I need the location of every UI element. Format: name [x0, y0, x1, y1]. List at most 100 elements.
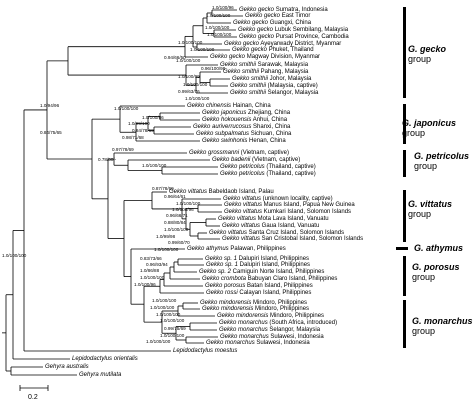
tip-species: Gekko sp. 1 — [206, 262, 239, 268]
group-bar — [403, 150, 406, 177]
tip-label: Gekko monarchus Sulawesi, Indonesia — [206, 340, 310, 346]
tip-label: Gekko vittatus San Cristobal Island, Sol… — [222, 236, 363, 242]
tip-locality: Dalupiri Island, Philippines — [238, 262, 311, 268]
tip-label: Gekko gecko Guangxi, China — [233, 20, 311, 26]
support-value: 0.96/93/94 — [146, 262, 168, 267]
support-value: 1.0/99/98 — [156, 234, 176, 239]
support-value: 1.0/100/100 — [160, 333, 185, 338]
tip-label: Gekko gecko Ayeyarwady District, Myanmar — [224, 41, 341, 47]
tip-locality: Batan Island, Philippines — [245, 283, 313, 289]
tip-species: Gekko gecko — [233, 20, 269, 26]
group-bar — [403, 7, 406, 98]
tip-species: Gekko chinensis — [187, 103, 232, 109]
group-name: G. athymus — [414, 243, 464, 253]
tip-label: Gekko gecko East Timor — [245, 13, 310, 19]
tip-label: Gehyra mutilata — [79, 372, 121, 378]
tip-locality: Manus Island, Papua New Guinea — [262, 202, 355, 208]
tip-label: Gekko rossi Calayan Island, Philippines — [206, 290, 311, 296]
tip-locality: (Vietnam, captive) — [239, 150, 289, 156]
tip-label: Gekko monarchus (South Africa, introduce… — [219, 320, 337, 326]
tip-label: Gekko japonicus Zhejiang, China — [202, 110, 290, 116]
tip-locality: (Malaysia, captive) — [266, 83, 318, 89]
tip-label: Gekko vittatus Kumkari Island, Solomon I… — [224, 209, 351, 215]
tip-locality: (Thailand, captive) — [264, 164, 316, 170]
tip-species: Gekko monarchus — [220, 334, 269, 340]
support-value: 1.0/100/100 — [164, 227, 189, 232]
tip-species: Gekko monarchus — [219, 320, 268, 326]
tip-locality: San Cristobal Island, Solomon Islands — [260, 236, 364, 242]
group-name: G. japonicus — [402, 118, 457, 128]
support-value: 0.78/50/- — [98, 157, 117, 162]
support-value: 1.0/100/100 — [2, 253, 27, 258]
tip-label: Lepidodactylus orientalis — [72, 356, 138, 362]
tip-species: Gekko monarchus — [219, 327, 268, 333]
tip-locality: Dalupiri Island, Philippines — [237, 256, 310, 262]
support-value: 1.0/100/100 — [185, 96, 210, 101]
support-value: 1.0/100/100 — [146, 339, 171, 344]
support-value: 0.96/100/98 — [201, 66, 226, 71]
tip-label: Gekko mindorensis Mindoro, Philippines — [200, 300, 307, 306]
tip-label: Gekko smithii (Malaysia, captive) — [230, 83, 318, 89]
tip-locality: Zhejiang, China — [246, 110, 291, 116]
tip-label: Gekko vittatus Manus Island, Papua New G… — [224, 202, 355, 208]
tip-label: Gekko gecko Magway Division, Myanmar — [210, 54, 320, 60]
tip-label: Gekko vittatus (unknown locality, captiv… — [223, 196, 333, 202]
tip-species: Gekko mindorensis — [200, 300, 252, 306]
tip-label: Gekko mindorensis Mindoro, Philippines — [202, 306, 309, 312]
tip-species: Gekko sp. 1 — [205, 256, 238, 262]
support-value: 0.83/73/66 — [140, 256, 162, 261]
tip-locality: Lubuk Sembilang, Malaysia — [273, 27, 349, 33]
tip-locality: Camiguin Norte Island, Philippines — [231, 269, 325, 275]
support-value: 1.0/100/99 — [178, 74, 200, 79]
tip-species: Gekko vittatus — [223, 196, 262, 202]
tip-label: Gekko vittatus Mota Lava Island, Vanuatu — [218, 216, 329, 222]
tip-species: Gekko porosus — [205, 283, 246, 289]
tip-species: Gekko gecko — [239, 7, 275, 13]
tip-species: Gekko vittatus — [218, 216, 257, 222]
tip-label: Gekko smithii Sarawak, Malaysia — [220, 62, 308, 68]
support-value: 1.0/100/96 — [134, 282, 156, 287]
tip-label: Gekko vittatus Babeldaob Island, Palau — [169, 189, 274, 195]
group-bar — [403, 256, 406, 296]
tip-locality: Guangxi, China — [268, 20, 312, 26]
tip-locality: Mindoro, Philippines — [251, 300, 308, 306]
support-value: 0.99/75/69 — [164, 326, 186, 331]
support-value: 0.87/78/69 — [152, 186, 174, 191]
tip-locality: Sichuan, China — [249, 131, 292, 137]
support-value: 1.0/100/100 — [142, 163, 167, 168]
tip-species: Gekko mindorensis — [217, 313, 269, 319]
tip-species: Gekko swinhonis — [202, 138, 248, 144]
tip-label: Lepidodactylus moestus — [173, 348, 237, 354]
support-value: 0.96/66/71 — [166, 213, 188, 218]
tip-species: Gekko vittatus — [209, 230, 248, 236]
support-value: 0.94/66/50 — [164, 55, 186, 60]
tip-species: Gekko subpalmatus — [196, 131, 250, 137]
tip-locality: Babuyan Claro Island, Philippines — [246, 276, 338, 282]
support-value: 1.0/94/96 — [40, 103, 60, 108]
group-suffix: group — [412, 272, 436, 282]
tip-locality: (Thailand, captive) — [264, 171, 316, 177]
tip-species: Gekko smithii — [223, 69, 260, 75]
support-value: 0.88/80/84 — [164, 220, 186, 225]
tip-label: Gekko monarchus Selangor, Malaysia — [219, 327, 320, 333]
tip-species: Gekko grossmanni — [189, 150, 240, 156]
tip-species: Gekko smithii — [230, 83, 267, 89]
group-name: G. monarchus — [412, 316, 473, 326]
support-value: 1.0/100/100 — [114, 106, 139, 111]
tip-locality: (South Africa, introduced) — [267, 320, 338, 326]
tip-label: Gekko petricolus (Thailand, captive) — [220, 164, 316, 170]
tip-label: Gekko gecko Lubuk Sembilang, Malaysia — [238, 27, 348, 33]
tip-species: Gekko petricolus — [220, 164, 265, 170]
support-value: 1.0/100/100 — [140, 275, 165, 280]
group-name: G. petricolus — [414, 151, 470, 161]
tip-species: Gekko gecko — [238, 27, 274, 33]
tip-label: Gekko sp. 2 Camiguin Norte Island, Phili… — [199, 269, 324, 275]
tip-label: Gekko grossmanni (Vietnam, captive) — [189, 150, 289, 156]
group-name: G. vittatus — [408, 199, 453, 209]
tip-species: Gekko auriverrucosus — [193, 124, 252, 130]
tip-label: Gekko gecko Sumatra, Indonesia — [239, 7, 328, 13]
tip-label: Gekko smithii Johor, Malaysia — [232, 76, 311, 82]
